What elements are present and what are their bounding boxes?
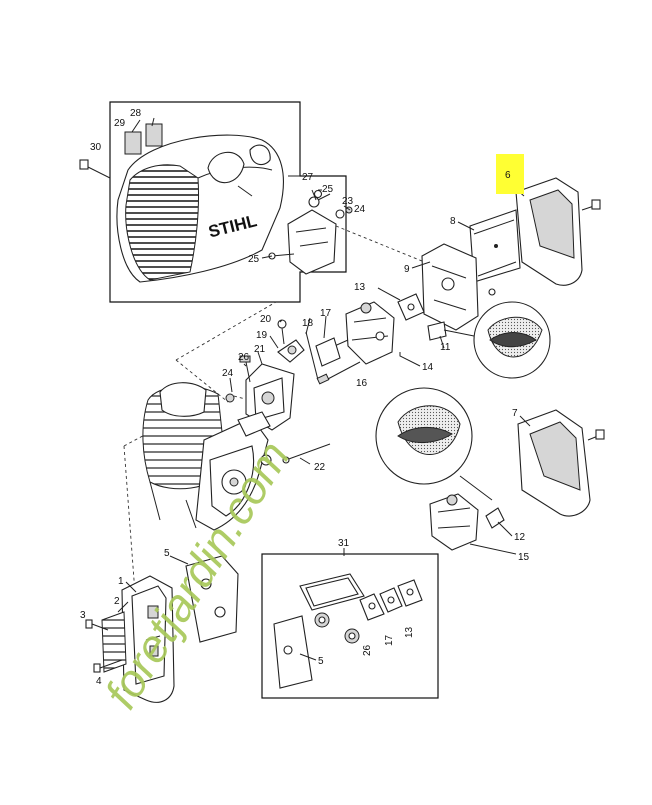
- label-15: 15: [518, 552, 530, 563]
- carburetor-15-part: [429, 493, 505, 551]
- gasket-kit-box: [261, 553, 439, 699]
- label-11: 11: [440, 342, 451, 353]
- filter-cover-7-part: [517, 409, 605, 517]
- label-13: 13: [354, 282, 366, 293]
- nut-24-part: [225, 393, 235, 403]
- nut-23-24-part: [335, 206, 353, 219]
- choke-detail-circle: [473, 301, 551, 379]
- decal-parts: [124, 123, 163, 155]
- screw-30-part: [79, 159, 111, 179]
- screw-3-part: [85, 619, 109, 631]
- label-14: 14: [422, 362, 434, 373]
- label-6: 6: [505, 170, 511, 181]
- label-7: 7: [512, 408, 518, 419]
- shroud-assembly-box: [109, 101, 347, 303]
- label-17: 17: [320, 308, 332, 319]
- carburetor-14-part: [329, 301, 395, 365]
- label-21: 21: [254, 344, 266, 355]
- highlight-marker: [496, 154, 524, 194]
- label-2: 2: [114, 596, 120, 607]
- label-31: 31: [338, 538, 350, 549]
- label-17-kit: 17: [384, 634, 395, 646]
- gasket-17-part: [315, 337, 341, 367]
- label-30: 30: [90, 142, 102, 153]
- label-26: 26: [238, 352, 250, 363]
- label-8: 8: [450, 216, 456, 227]
- label-26-kit: 26: [362, 644, 373, 656]
- label-24-top: 24: [354, 204, 366, 215]
- screw-25-bottom-part: [268, 252, 295, 260]
- label-23: 23: [342, 196, 354, 207]
- label-5-kit: 5: [318, 656, 324, 667]
- screw-18-part: [305, 331, 319, 381]
- spacer-26-part: [239, 355, 251, 383]
- label-18: 18: [302, 318, 314, 329]
- label-4: 4: [96, 676, 102, 687]
- label-1: 1: [118, 576, 124, 587]
- label-19: 19: [256, 330, 268, 341]
- spacer-16-part: [316, 361, 361, 385]
- label-29: 29: [114, 118, 126, 129]
- label-25-top: 25: [322, 184, 334, 195]
- muffler-1-part: [121, 575, 175, 703]
- choke-lever-11-part: [427, 321, 485, 341]
- part-labels: 29 28 30 27 25 23 24 25 6 8 9 13 17 18 2…: [80, 108, 530, 687]
- label-9: 9: [404, 264, 410, 275]
- engine-block: [142, 382, 272, 531]
- label-24: 24: [222, 368, 234, 379]
- label-12: 12: [514, 532, 526, 543]
- filter-detail-circle: [375, 387, 493, 501]
- air-filter-8-part: [469, 209, 521, 283]
- filter-base-9-part: [421, 243, 496, 331]
- intake-bracket-part: [287, 193, 337, 275]
- label-13-kit: 13: [404, 626, 415, 638]
- engine-shroud: STIHL: [116, 134, 284, 283]
- filter-cover-6-part: [515, 177, 601, 286]
- label-28: 28: [130, 108, 142, 119]
- label-16: 16: [356, 378, 368, 389]
- label-20: 20: [260, 314, 272, 325]
- label-25-bottom: 25: [248, 254, 260, 265]
- screw-22-part: [282, 443, 331, 464]
- label-22: 22: [314, 462, 326, 473]
- intake-part-19-20: [277, 319, 305, 363]
- screw-4-part: [93, 659, 123, 673]
- gasket-13-part: [397, 293, 425, 321]
- label-27: 27: [302, 172, 314, 183]
- label-3: 3: [80, 610, 86, 621]
- heat-shield-2-part: [101, 611, 127, 673]
- gasket-5-part: [185, 555, 239, 643]
- label-5-top: 5: [164, 548, 170, 559]
